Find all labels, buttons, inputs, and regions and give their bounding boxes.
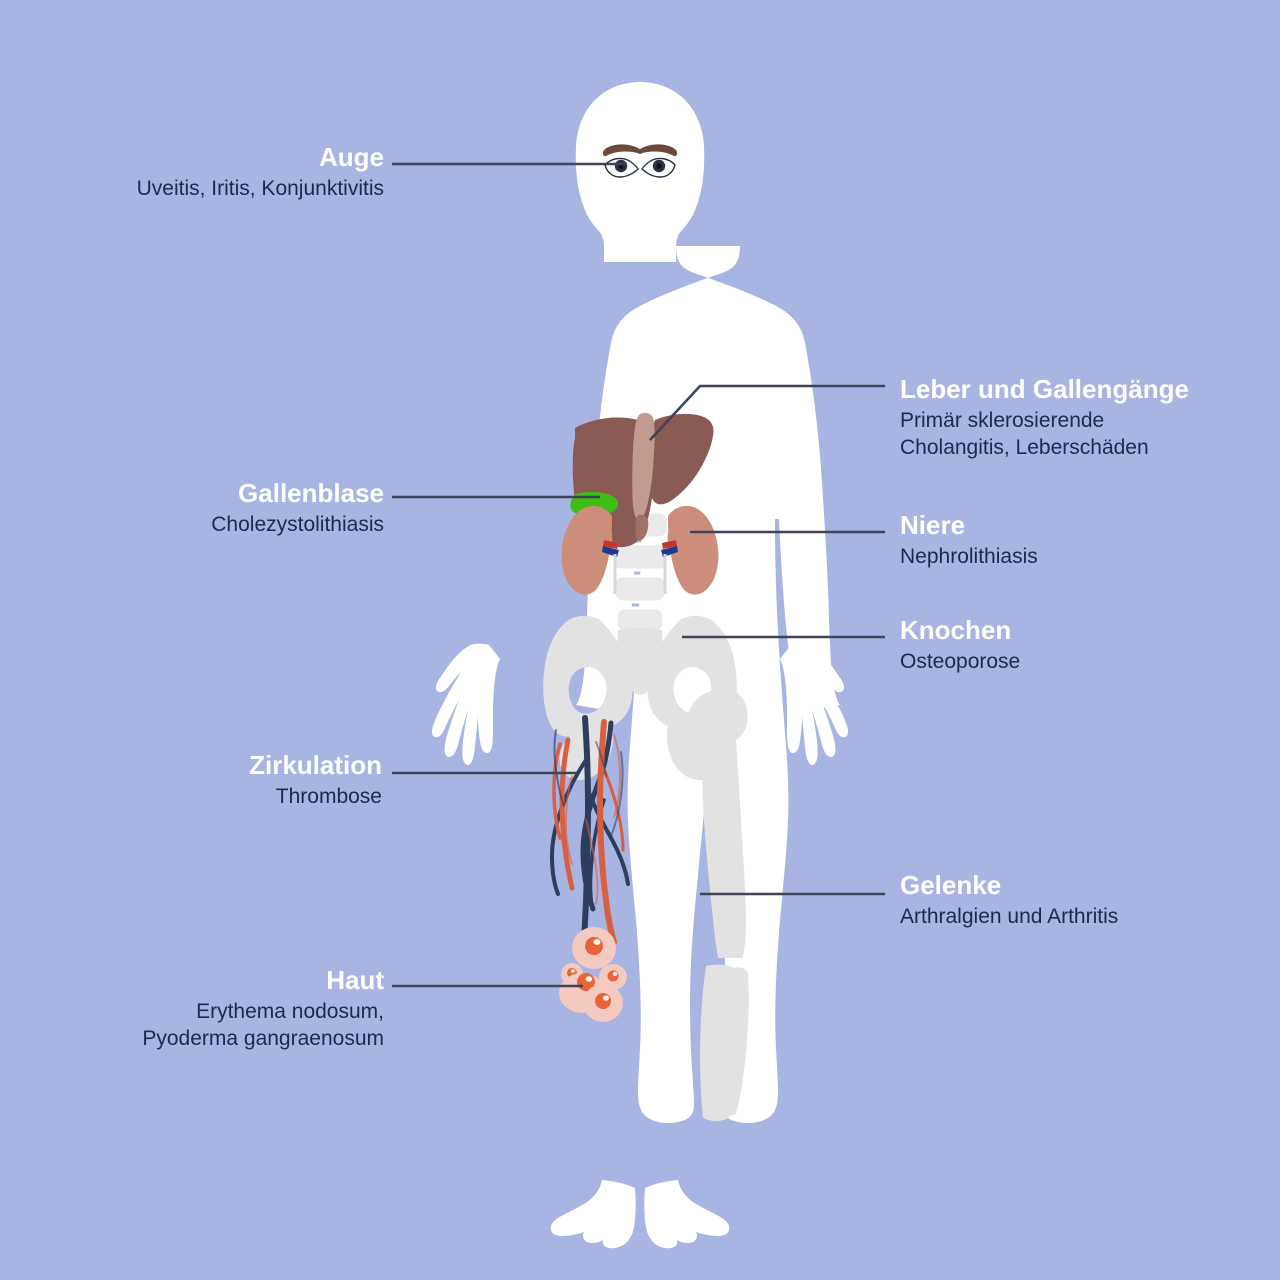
vein-lateral-right (580, 720, 614, 912)
callout-gallenblase-title: Gallenblase (238, 478, 384, 508)
callout-haut-subtitle: Erythema nodosum, Pyoderma gangraenosum (142, 999, 384, 1050)
callout-gelenke-title: Gelenke (900, 870, 1002, 900)
lesion-1 (572, 927, 616, 969)
capillary-2 (613, 734, 622, 818)
eyebrow-left (602, 144, 642, 157)
kidney-right (667, 505, 719, 595)
callout-niere-subtitle: Nephrolithiasis (900, 544, 1038, 568)
callout-knochen[interactable]: Knochen Osteoporose (900, 615, 1240, 676)
callout-zirkulation-subtitle: Thrombose (275, 784, 382, 808)
callout-gelenke-subtitle: Arthralgien und Arthritis (900, 904, 1119, 928)
callout-auge-title: Auge (319, 142, 384, 172)
vein-branch-1 (549, 758, 588, 896)
fibula-right (725, 967, 749, 1116)
lesion-4 (599, 964, 627, 990)
callout-knochen-title: Knochen (900, 615, 1012, 645)
leader-lines (392, 162, 885, 988)
kidneys (561, 505, 719, 595)
capillary-4 (564, 775, 573, 865)
femur-right (687, 688, 748, 958)
capillary-5 (595, 741, 607, 777)
callout-niere[interactable]: Niere Nephrolithiasis (900, 510, 1240, 571)
capillary-3 (610, 751, 624, 837)
callout-zirkulation-title: Zirkulation (249, 750, 382, 780)
callout-auge-subtitle: Uveitis, Iritis, Konjunktivitis (136, 176, 384, 200)
callout-leber-subtitle: Primär sklerosierende Cholangitis, Leber… (900, 408, 1149, 459)
pelvis-right (647, 615, 737, 780)
callout-haut[interactable]: Haut Erythema nodosum, Pyoderma gangraen… (0, 965, 384, 1052)
callout-niere-title: Niere (900, 510, 966, 540)
callout-knochen-subtitle: Osteoporose (900, 649, 1021, 673)
callout-gallenblase[interactable]: Gallenblase Cholezystolithiasis (0, 478, 384, 539)
callout-leber-und-gallengaenge[interactable]: Leber und Gallengänge Primär sklerosiere… (900, 374, 1270, 461)
liver-left-lobe (648, 413, 714, 505)
kidney-left (561, 505, 613, 595)
circulation-vessels (549, 715, 630, 953)
artery-branch-1 (552, 742, 562, 840)
capillary-6 (585, 819, 599, 905)
leader-line-leber (649, 384, 885, 441)
tibia-right (700, 964, 736, 1121)
liver-falciform-ligament (632, 413, 655, 520)
renal-artery-right (662, 540, 677, 549)
callout-haut-title: Haut (326, 965, 384, 995)
skin-lesions (559, 927, 627, 1022)
callout-auge[interactable]: Auge Uveitis, Iritis, Konjunktivitis (0, 142, 384, 203)
callout-gallenblase-subtitle: Cholezystolithiasis (211, 512, 384, 536)
eye-right (641, 157, 676, 178)
callout-gelenke[interactable]: Gelenke Arthralgien und Arthritis (900, 870, 1240, 931)
callout-zirkulation[interactable]: Zirkulation Thrombose (0, 750, 382, 811)
capillary-1 (553, 729, 565, 807)
callout-leber-title: Leber und Gallengänge (900, 374, 1189, 404)
lesion-5 (583, 984, 623, 1022)
eyebrow-right (638, 144, 678, 157)
liver-lobe-nub (635, 514, 649, 541)
renal-artery-left (603, 540, 618, 549)
